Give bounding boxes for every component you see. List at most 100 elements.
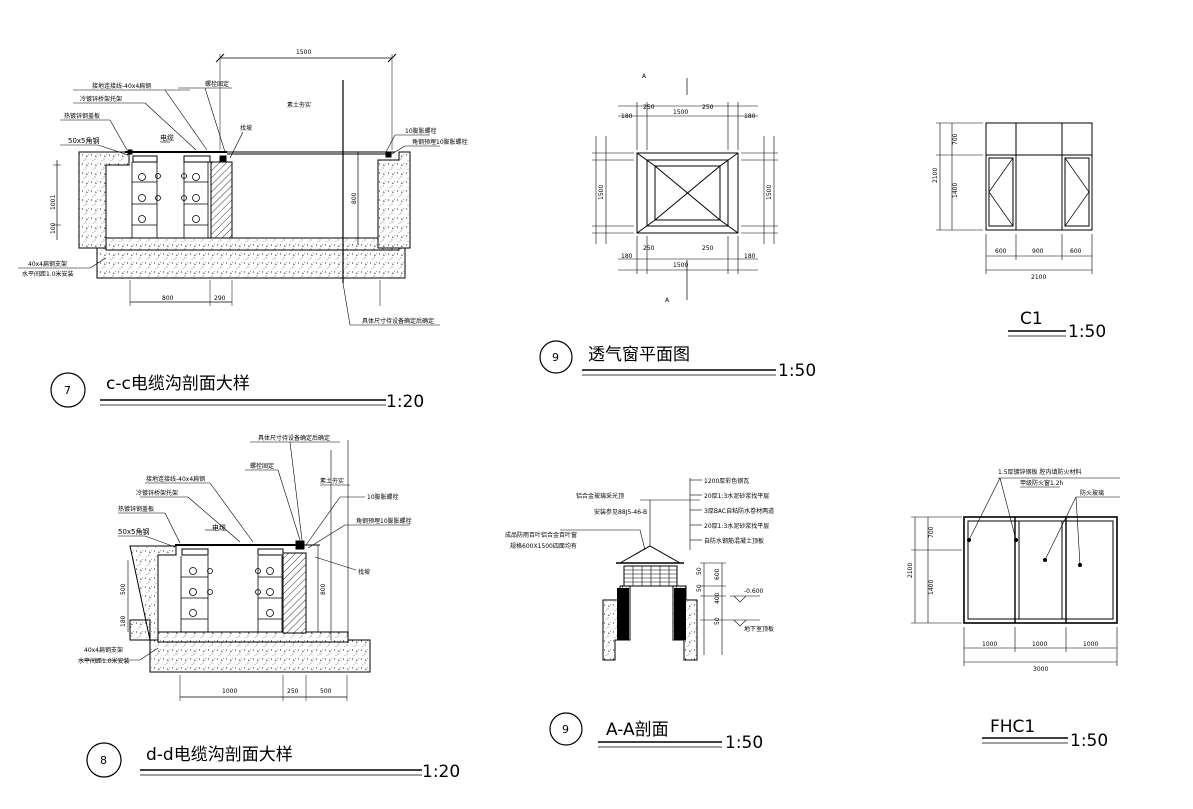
dim-7-bottom-right: 290: [214, 295, 226, 302]
dim-fhc1-h1: 700: [928, 526, 935, 538]
drawing-8-dd-section: [80, 440, 410, 701]
label-9b-louver: 成品防雨百叶铝合金百叶窗: [505, 531, 577, 539]
section-mark-top: A: [642, 73, 647, 80]
drawing-9-section: [560, 478, 760, 661]
title-block-fhc1: FHC1 1:50: [982, 717, 1108, 751]
label-8-cable: 电缆: [212, 523, 226, 532]
dim-7-right: 800: [351, 192, 358, 204]
label-8-fill: 素土夯实: [320, 477, 344, 485]
dim-9a-top-left: 250: [643, 104, 655, 111]
drawing-fhc1-window: [911, 477, 1120, 666]
label-7-note: 具体尺寸待设备确定后确定: [362, 317, 434, 325]
dim-9b-d2: 400: [714, 592, 721, 604]
title-9a: 透气窗平面图: [588, 345, 690, 365]
dim-9a-top-a1: 180: [621, 113, 633, 120]
label-8-grounding: 接地连接线-40x4扁钢: [146, 475, 205, 483]
dim-c1-h2: 1400: [952, 183, 959, 198]
scale-c1: 1:50: [1068, 322, 1106, 342]
title-block-7: 7 c-c电缆沟剖面大样 1:20: [50, 372, 424, 412]
title-fhc1: FHC1: [990, 717, 1035, 737]
dim-c1-w2: 900: [1032, 248, 1044, 255]
label-7-fill: 素土夯实: [287, 101, 311, 109]
label-7-steel-frame: 热镀锌钢盖板: [64, 112, 100, 120]
drawing-number-circle: [539, 340, 573, 374]
drawing-number-7: 7: [64, 384, 71, 397]
scale-8: 1:20: [422, 762, 460, 782]
dim-9a-bottom-a1: 180: [621, 253, 633, 260]
dim-9b-d4: 50: [696, 584, 703, 592]
label-8-cable-tray: 冷镀锌桥架托架: [136, 489, 178, 497]
dim-9a-bottom-a2: 180: [744, 253, 756, 260]
scale-7: 1:20: [386, 392, 424, 412]
dim-8-h1: 500: [120, 583, 127, 595]
drawing-9-section-labels: 1200厚彩色钢瓦 20厚1:3水泥砂浆找平层 3厚BAC自粘防水卷材两道 20…: [505, 477, 774, 633]
dim-9b-d3: 600: [714, 568, 721, 580]
drawing-9-plan: [592, 78, 778, 300]
dim-9b-d5: 50: [714, 617, 721, 625]
drawing-c1-window: [936, 122, 1093, 274]
label-8-steel-frame: 热镀锌钢盖板: [118, 505, 154, 513]
label-9b-l5: 自防水钢筋混凝土顶板: [704, 537, 764, 545]
dim-9a-bottom: 1500: [673, 262, 688, 269]
dim-8-right: 800: [320, 583, 327, 595]
drawing-9-plan-labels: A A 1500 250 250 180 180 1500 250 250 18…: [598, 73, 773, 304]
dim-fhc1-w2: 1000: [1032, 641, 1047, 648]
dim-8-h2: 180: [120, 615, 127, 627]
label-8-slope: 找坡: [358, 568, 370, 576]
dim-7-bottom-left: 800: [162, 295, 174, 302]
dim-9a-top-right: 250: [702, 104, 714, 111]
dim-c1-total: 2100: [1031, 274, 1046, 281]
title-block-9a: 9 透气窗平面图 1:50: [539, 340, 816, 381]
dim-fhc1-total: 3000: [1033, 666, 1048, 673]
dim-c1-w3: 600: [1070, 248, 1082, 255]
dim-fhc1-h-total: 2100: [907, 563, 914, 578]
dim-fhc1-w1: 1000: [982, 641, 997, 648]
title-block-8: 8 d-d电缆沟剖面大样 1:20: [86, 742, 460, 782]
dim-7-h2: 100: [50, 222, 57, 234]
label-8-angle: 50x5角钢: [118, 527, 150, 536]
label-7-spacing: 水平间距1.0米安装: [22, 270, 74, 278]
dim-9a-top-a2: 180: [744, 113, 756, 120]
label-9b-glass: 铝合金玻璃采光顶: [576, 492, 624, 500]
label-8-steel-plate: 角钢预埋10膨胀螺栓: [356, 517, 412, 525]
label-7-grounding: 接地连接线-40x4扁钢: [92, 82, 151, 90]
label-7-angle: 50x5角钢: [68, 136, 100, 145]
drawing-c1-labels: 600 900 600 2100 2100 700 1400: [932, 133, 1082, 281]
dim-9a-bottom-right: 250: [702, 245, 714, 252]
label-9b-roof: 1200厚彩色钢瓦: [704, 477, 749, 485]
drawing-number-circle: [86, 742, 122, 778]
label-9b-l3: 3厚BAC自粘防水卷材两道: [704, 507, 774, 515]
label-fhc1-glass: 防火玻璃: [1080, 489, 1104, 497]
label-7-cable-tray: 冷镀锌桥架托架: [80, 95, 122, 103]
label-8-bolt: 10膨胀螺栓: [367, 493, 399, 501]
dim-9a-bottom-left: 250: [643, 245, 655, 252]
drawing-number-9a: 9: [552, 351, 559, 364]
drawing-7-cc-section: [18, 53, 440, 326]
scale-9b: 1:50: [725, 733, 763, 753]
dim-fhc1-w3: 1000: [1083, 641, 1098, 648]
drawing-number-circle: [549, 712, 583, 746]
label-8-note: 具体尺寸待设备确定后确定: [258, 434, 330, 442]
scale-9a: 1:50: [778, 361, 816, 381]
title-c1: C1: [1020, 309, 1043, 329]
dim-c1-h-total: 2100: [932, 168, 939, 183]
scale-fhc1: 1:50: [1070, 731, 1108, 751]
drawing-8-labels: 具体尺寸待设备确定后确定 螺栓固定 素土夯实 10膨胀螺栓 角钢预埋10膨胀螺栓…: [78, 434, 412, 695]
label-7-fix: 螺栓固定: [205, 80, 229, 88]
title-8: d-d电缆沟剖面大样: [146, 745, 293, 765]
label-7-slope: 找坡: [240, 124, 252, 132]
dim-7-top: 1500: [296, 49, 311, 56]
label-9b-l2: 20厚1:3水泥砂浆找平层: [704, 492, 769, 500]
label-9b-install: 安装参见88J5-46-B: [594, 508, 647, 516]
drawing-fhc1-labels: 1.5厚镀锌钢板 腔内填防火材料 甲级防火窗1.2h 防火玻璃 1000 100…: [907, 468, 1104, 673]
dim-8-bottom-mid: 250: [287, 688, 299, 695]
dim-c1-w1: 600: [995, 248, 1007, 255]
dim-9a-top: 1500: [673, 109, 688, 116]
drawing-number-9b: 9: [562, 723, 569, 736]
label-7-cable: 电缆: [160, 133, 174, 142]
title-7: c-c电缆沟剖面大样: [106, 374, 250, 394]
title-block-9b: 9 A-A剖面 1:50: [549, 712, 763, 753]
dim-c1-h1: 700: [952, 133, 959, 145]
dim-9a-right: 1500: [766, 185, 773, 200]
label-fhc1-frame: 1.5厚镀锌钢板 腔内填防火材料: [998, 468, 1081, 476]
